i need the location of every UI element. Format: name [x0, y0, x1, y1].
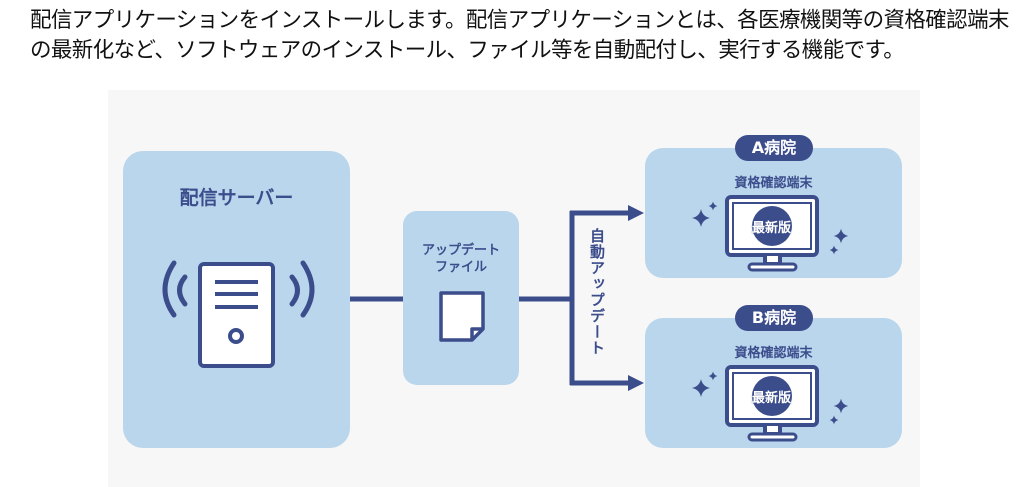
arrow-to-a — [628, 205, 644, 221]
auto-update-label: 自動アップデート — [588, 228, 606, 356]
hospital-b-screen-label: 最新版 — [752, 391, 792, 406]
hospital-b-badge: B病院 — [735, 305, 813, 331]
wireless-waves-icon — [162, 260, 315, 318]
connector-lines — [350, 210, 630, 386]
hospital-a-screen-label: 最新版 — [752, 221, 792, 236]
document-icon — [439, 291, 485, 342]
update-file-label-line1: アップデート — [421, 243, 500, 258]
server-title: 配信サーバー — [179, 187, 294, 209]
hospital-b-device-label: 資格確認端末 — [734, 346, 813, 361]
hospital-a-badge: A病院 — [735, 135, 813, 161]
monitor-icon-a — [725, 195, 819, 272]
hospital-a-device-label: 資格確認端末 — [734, 176, 813, 191]
monitor-icon-b — [725, 365, 819, 442]
update-file-label: アップデート ファイル — [403, 242, 519, 276]
arrow-to-b — [628, 375, 644, 391]
intro-text: 配信アプリケーションをインストールします。配信アプリケーションとは、各医療機関等… — [30, 8, 1009, 63]
update-file-label-line2: ファイル — [434, 260, 487, 275]
server-icon — [198, 262, 275, 368]
